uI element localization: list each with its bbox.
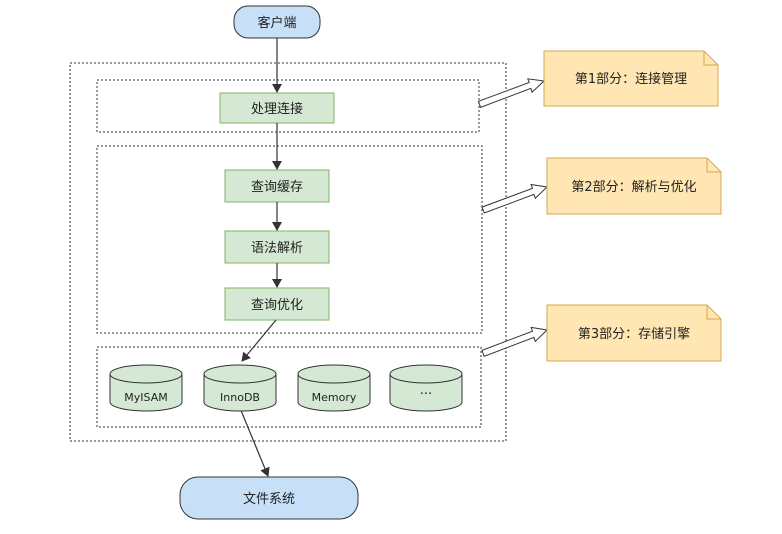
parse-node: 语法解析 [224,230,330,264]
note-2-label: 第2部分：解析与优化 [571,180,696,195]
parse-label: 语法解析 [251,241,303,256]
arrow-innodb-filesystem [239,407,270,477]
client-label: 客户端 [257,15,296,31]
arrow-optimize-innodb [241,319,277,362]
note-storage-engine: 第3部分：存储引擎 [546,304,722,362]
filesystem-label: 文件系统 [243,492,295,507]
engine-myisam-cylinder: MyISAM [109,364,183,412]
section-storage-box [96,346,482,428]
filesystem-node: 文件系统 [179,476,359,520]
hollow-arrow-3 [481,326,549,357]
note-3-label: 第3部分：存储引擎 [578,327,690,342]
section-parse-optimize-box [96,145,483,334]
note-connection-management: 第1部分：连接管理 [543,50,719,107]
engine-myisam-label: MyISAM [124,391,167,404]
client-node: 客户端 [233,5,321,39]
engine-more-label: ··· [420,387,432,402]
engine-memory-label: Memory [312,391,357,404]
engine-memory-cylinder: Memory [297,364,371,412]
hollow-arrow-2 [481,183,549,214]
note-parse-optimize: 第2部分：解析与优化 [546,157,722,215]
engine-innodb-cylinder: InnoDB [203,364,277,412]
connection-label: 处理连接 [251,101,303,117]
hollow-arrow-1 [477,78,546,108]
engine-more-cylinder: ··· [389,364,463,412]
note-1-label: 第1部分：连接管理 [575,71,687,87]
cache-node: 查询缓存 [224,169,330,203]
optimize-label: 查询优化 [251,298,303,313]
cache-label: 查询缓存 [251,180,303,195]
engine-innodb-label: InnoDB [220,391,260,404]
optimize-node: 查询优化 [224,287,330,321]
server-boundary [69,62,507,442]
section-connection-box [96,79,480,133]
connection-node: 处理连接 [219,92,335,124]
